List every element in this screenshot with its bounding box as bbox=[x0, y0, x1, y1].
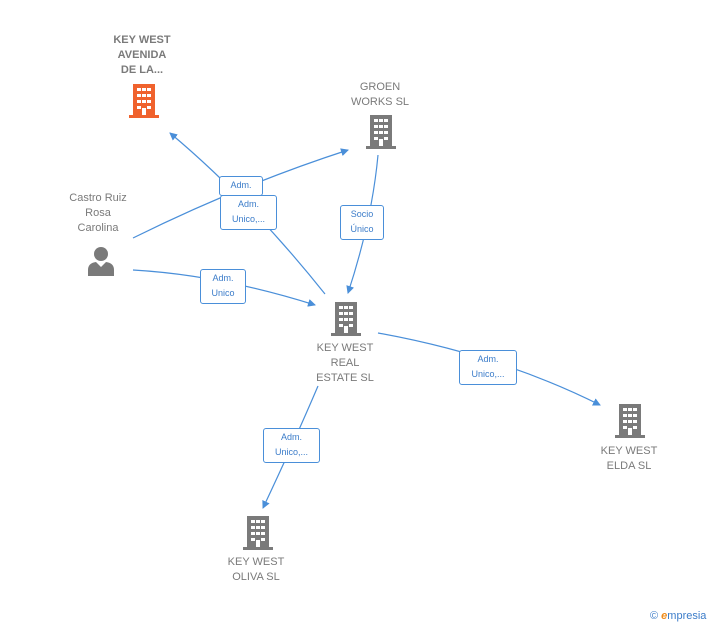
building-icon bbox=[366, 115, 396, 149]
node-label: KEY WEST ELDA SL bbox=[600, 445, 658, 472]
node-label: KEY WEST REAL ESTATE SL bbox=[316, 342, 374, 384]
edge-label-adm-unico[interactable]: Adm. Unico,... bbox=[220, 195, 277, 230]
node-key-west-oliva[interactable]: KEY WEST OLIVA SL bbox=[206, 555, 306, 585]
node-groen-works[interactable]: GROEN WORKS SL bbox=[330, 80, 430, 110]
edge-label-adm[interactable]: Adm. bbox=[219, 176, 263, 196]
building-icon bbox=[615, 404, 645, 438]
node-key-west-avenida[interactable]: KEY WEST AVENIDA DE LA... bbox=[92, 33, 192, 78]
building-icon bbox=[243, 516, 273, 550]
node-label: KEY WEST AVENIDA DE LA... bbox=[113, 34, 171, 76]
edge-label-adm-unico[interactable]: Adm. Unico,... bbox=[263, 428, 320, 463]
edge-label-adm-unico[interactable]: Adm. Unico bbox=[200, 269, 246, 304]
node-castro-ruiz[interactable]: Castro Ruiz Rosa Carolina bbox=[48, 191, 148, 236]
node-label: GROEN WORKS SL bbox=[350, 81, 410, 108]
building-icon bbox=[331, 302, 361, 336]
brand-name: mpresia bbox=[667, 610, 707, 622]
node-label: Castro Ruiz Rosa Carolina bbox=[69, 192, 127, 234]
edge-label-socio-unico[interactable]: Socio Único bbox=[340, 205, 384, 240]
node-label: KEY WEST OLIVA SL bbox=[227, 556, 285, 583]
edge-label-adm-unico[interactable]: Adm. Unico,... bbox=[459, 350, 517, 385]
person-icon bbox=[88, 247, 114, 276]
node-key-west-real-estate[interactable]: KEY WEST REAL ESTATE SL bbox=[295, 341, 395, 386]
building-icon bbox=[129, 84, 159, 118]
node-key-west-elda[interactable]: KEY WEST ELDA SL bbox=[579, 444, 679, 474]
brand-footer: © empresia bbox=[650, 610, 706, 622]
copyright-icon: © bbox=[650, 610, 659, 622]
brand-logo-e: e bbox=[661, 610, 668, 622]
